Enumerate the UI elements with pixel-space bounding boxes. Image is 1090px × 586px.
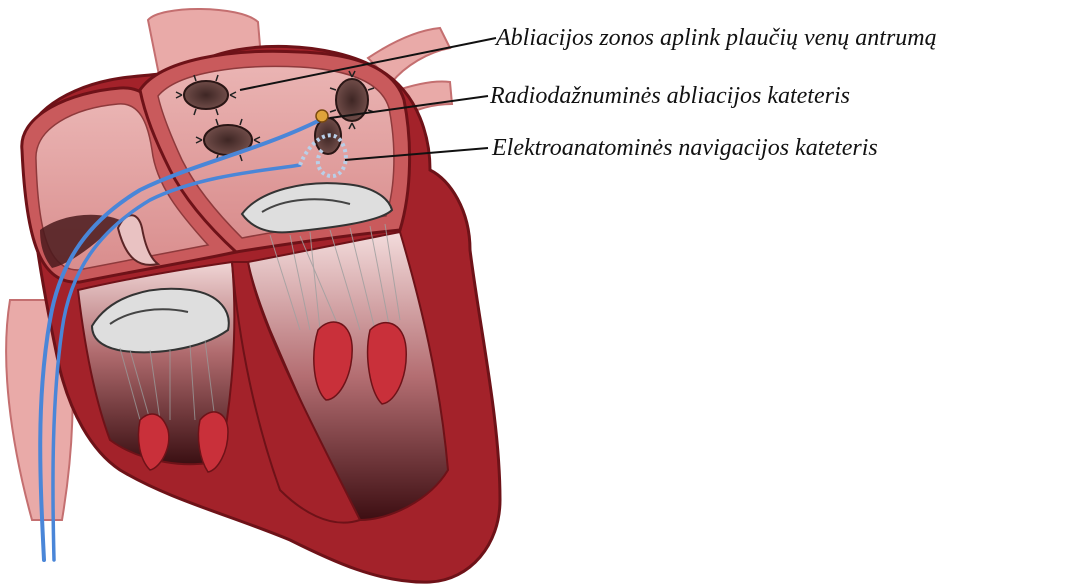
rf-catheter-tip <box>316 110 328 122</box>
label-nav-catheter: Elektroanatominės navigacijos kateteris <box>492 134 878 162</box>
label-rf-catheter: Radiodažnuminės abliacijos kateteris <box>490 82 850 110</box>
label-ablation-zones: Abliacijos zonos aplink plaučių venų ant… <box>496 24 937 52</box>
